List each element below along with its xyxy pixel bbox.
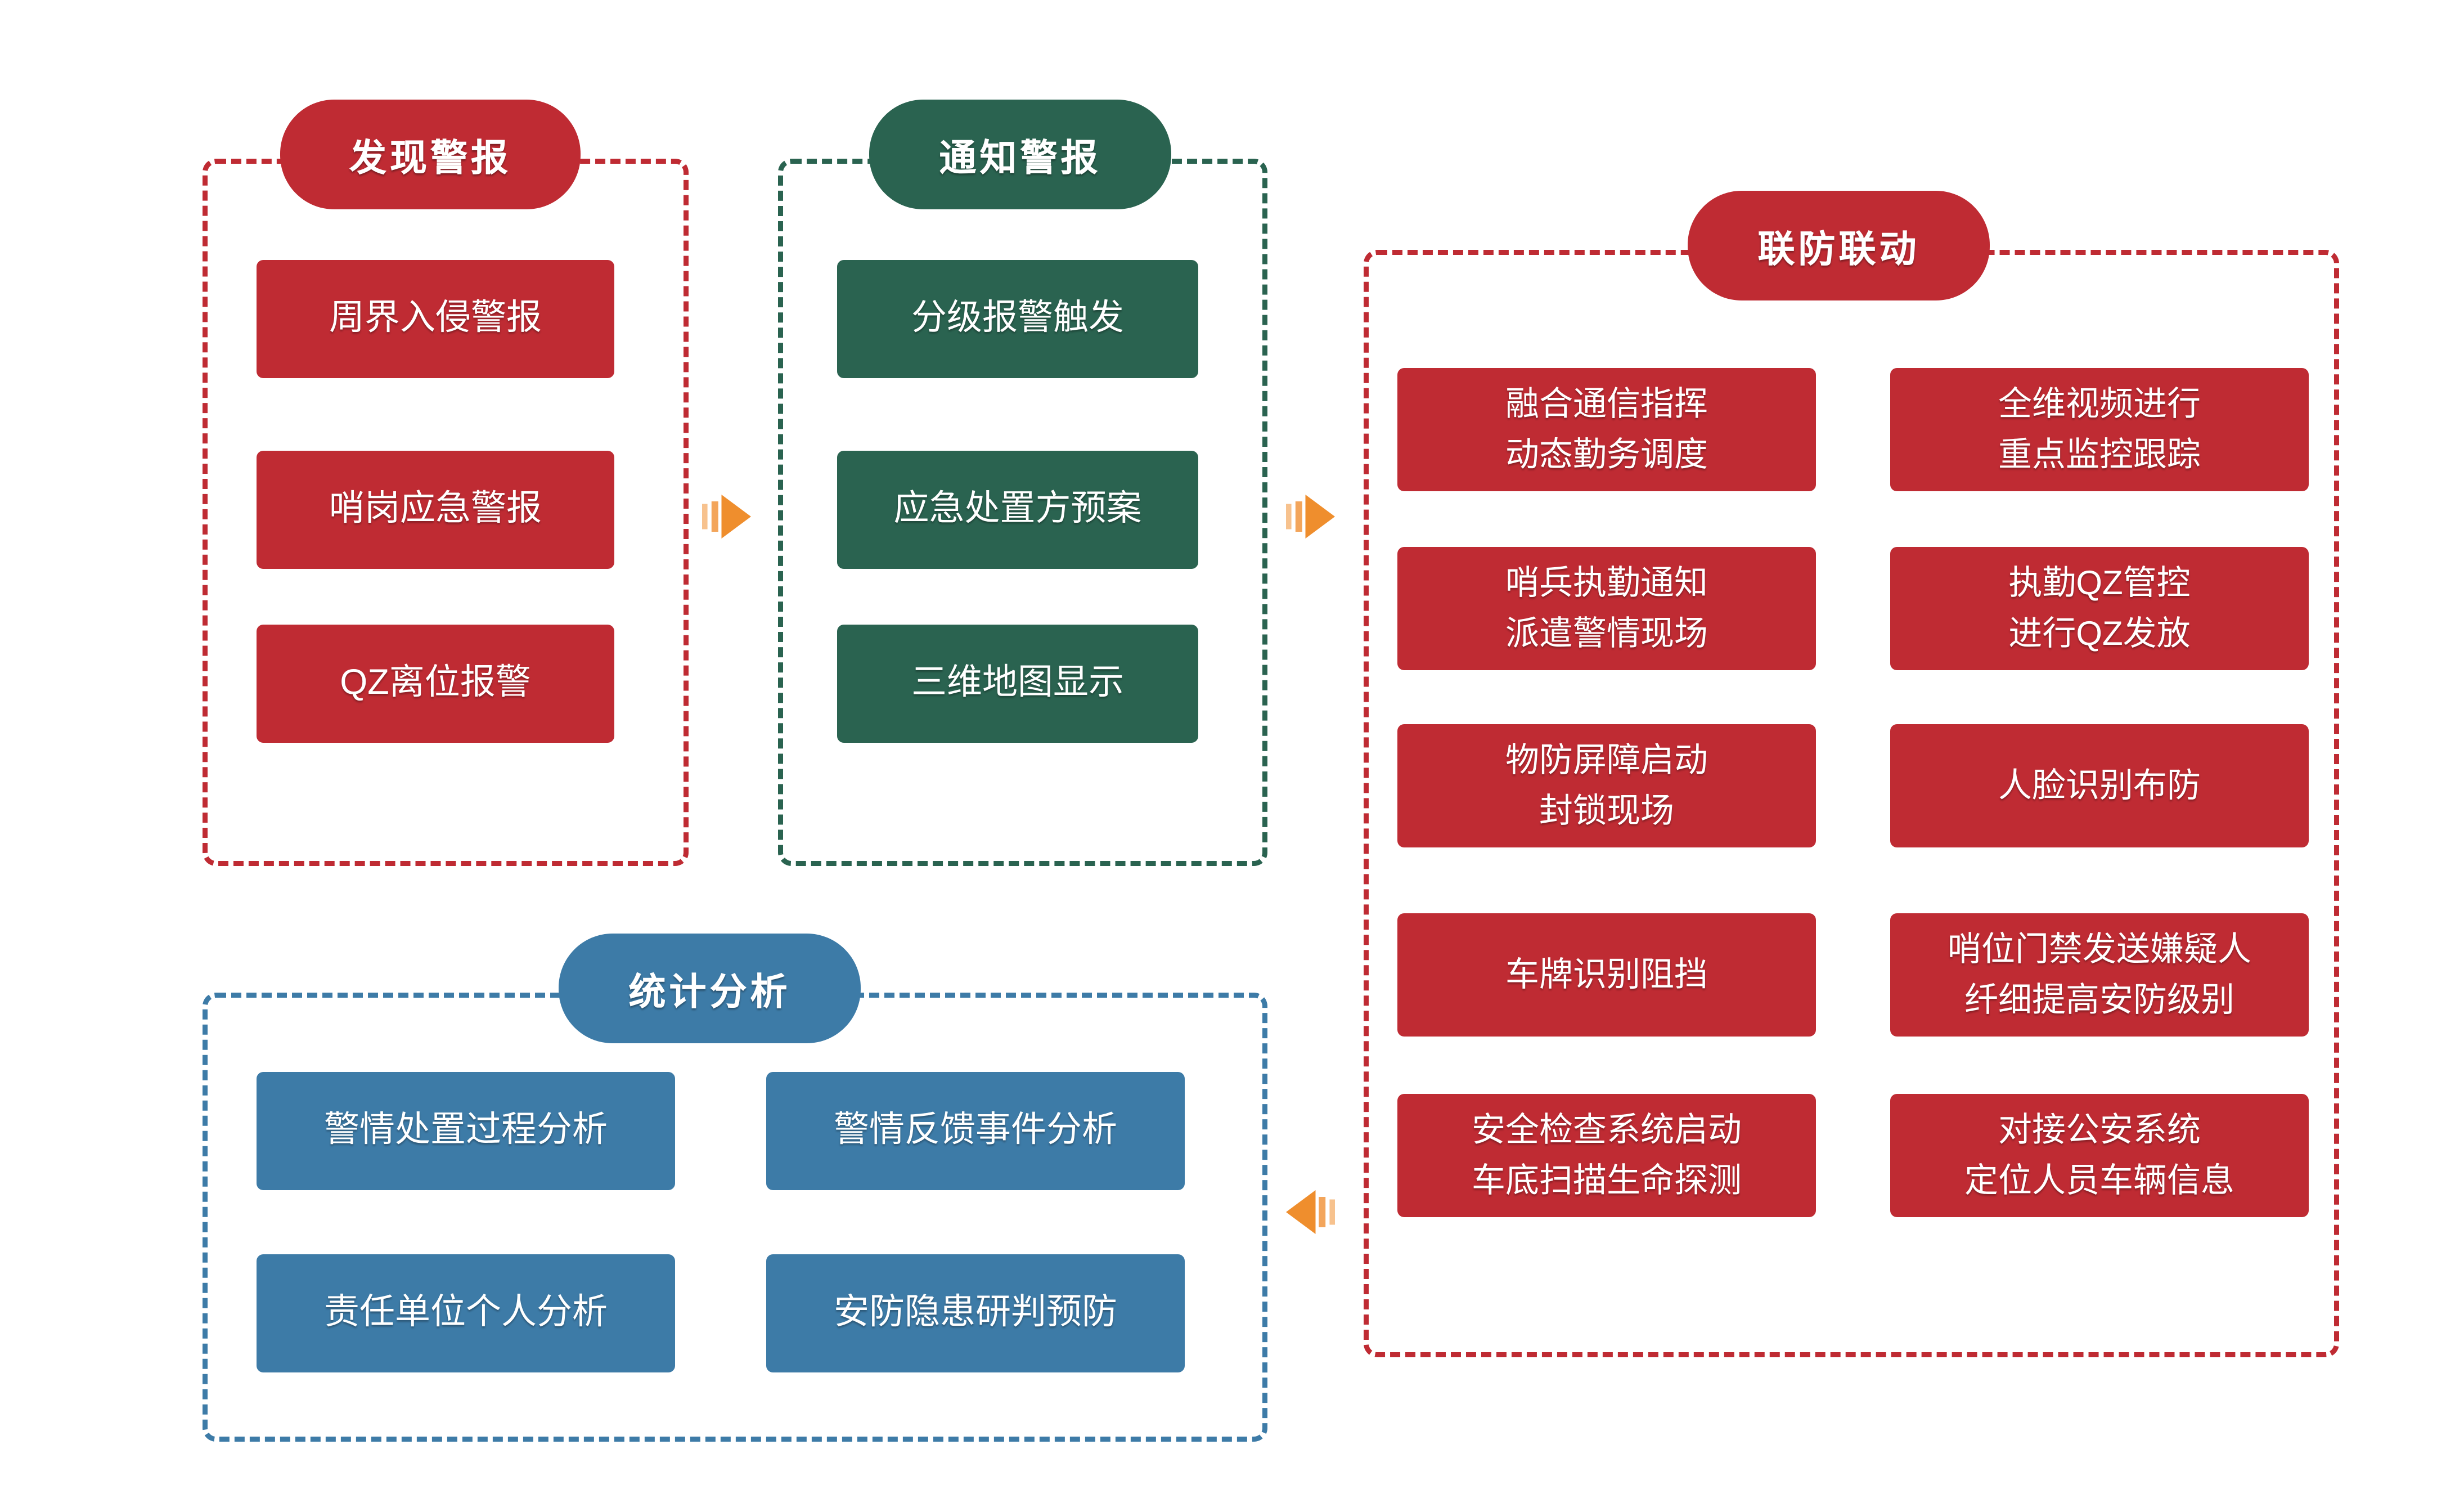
panel-statistical-analysis <box>203 993 1267 1442</box>
joint-step: 物防屏障启动 封锁现场 <box>1397 724 1816 847</box>
flow-arrow-notify-to-joint-icon <box>1286 495 1335 539</box>
joint-step: 哨兵执勤通知 派遣警情现场 <box>1397 547 1816 670</box>
flow-arrow-joint-to-stats-icon <box>1286 1190 1335 1234</box>
joint-step: 对接公安系统 定位人员车辆信息 <box>1890 1094 2309 1217</box>
section-header-joint-defense: 联防联动 <box>1688 191 1990 300</box>
joint-step: 安全检查系统启动 车底扫描生命探测 <box>1397 1094 1816 1217</box>
notify-step: 三维地图显示 <box>837 625 1198 743</box>
joint-step: 车牌识别阻挡 <box>1397 913 1816 1037</box>
notify-step: 分级报警触发 <box>837 260 1198 378</box>
joint-step: 人脸识别布防 <box>1890 724 2309 847</box>
notify-step: 应急处置方预案 <box>837 451 1198 569</box>
stats-step: 警情反馈事件分析 <box>766 1072 1185 1190</box>
stats-step: 责任单位个人分析 <box>257 1254 675 1372</box>
stats-step: 安防隐患研判预防 <box>766 1254 1185 1372</box>
joint-step: 执勤QZ管控 进行QZ发放 <box>1890 547 2309 670</box>
section-header-notify-alarm: 通知警报 <box>869 100 1171 209</box>
section-header-statistical-analysis: 统计分析 <box>559 934 861 1043</box>
flow-arrow-discover-to-notify-icon <box>702 495 751 539</box>
stats-step: 警情处置过程分析 <box>257 1072 675 1190</box>
joint-step: 哨位门禁发送嫌疑人 纤细提高安防级别 <box>1890 913 2309 1037</box>
discover-step: 周界入侵警报 <box>257 260 614 378</box>
discover-step: QZ离位报警 <box>257 625 614 743</box>
joint-step: 全维视频进行 重点监控跟踪 <box>1890 368 2309 491</box>
section-header-discover-alarm: 发现警报 <box>280 100 581 209</box>
joint-step: 融合通信指挥 动态勤务调度 <box>1397 368 1816 491</box>
discover-step: 哨岗应急警报 <box>257 451 614 569</box>
